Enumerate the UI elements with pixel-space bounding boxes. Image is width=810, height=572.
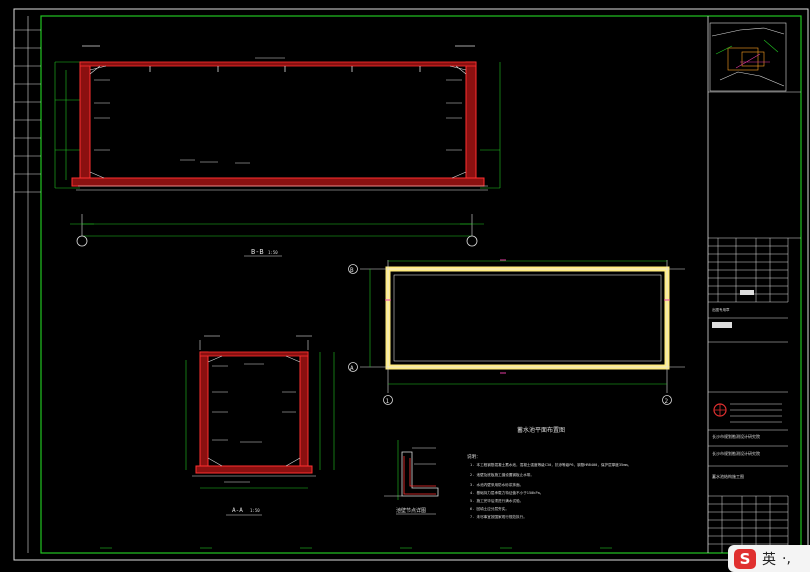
note-line: 5. 施工完毕后须进行满水试验。: [470, 498, 523, 503]
detail-title: 池壁节点详图: [396, 507, 426, 514]
sogou-logo-icon[interactable]: S: [734, 548, 756, 569]
drawing-name: 蓄水池结构施工图: [712, 473, 744, 479]
section-b-b: [54, 45, 501, 247]
axis-1-label: 1: [386, 398, 390, 405]
section-b-scale: 1:50: [268, 250, 278, 255]
section-a-scale: 1:50: [250, 508, 260, 513]
location-map: [711, 27, 785, 87]
section-a-a: [185, 335, 335, 489]
plan-view: [348, 259, 685, 405]
section-a-title: A-A: [232, 507, 243, 514]
note-line: 2. 池壁及底板施工缝设置钢板止水带。: [470, 472, 534, 477]
axis-b-label: B: [350, 267, 354, 274]
note-line: 7. 未尽事宜按国家现行规范执行。: [470, 514, 527, 519]
inner-frame: [40, 15, 802, 554]
binding-strip: [14, 29, 41, 193]
stamp-text: 出图专用章: [712, 307, 730, 312]
project-name: 长沙市规划勘测设计研究院: [712, 450, 760, 456]
section-b-title: B-B: [251, 248, 264, 256]
title-block: [707, 16, 801, 553]
notes-list: 1. 本工程钢筋混凝土蓄水池，混凝土强度等级C30，抗渗等级P6，钢筋HRB40…: [470, 462, 631, 519]
axis-2-label: 2: [665, 398, 669, 405]
company-name: 长沙市规划勘测设计研究院: [712, 433, 760, 439]
axis-a-label: A: [350, 365, 354, 372]
note-line: 1. 本工程钢筋混凝土蓄水池，混凝土强度等级C30，抗渗等级P6，钢筋HRB40…: [470, 462, 631, 467]
wall-detail: [384, 440, 439, 500]
note-line: 4. 基础持力层承载力特征值不小于150kPa。: [470, 490, 543, 495]
ime-punct-toggle[interactable]: ·,: [782, 550, 791, 567]
plan-title: 蓄水池平面布置图: [517, 426, 565, 434]
note-line: 3. 水池内壁采用防水砂浆抹面。: [470, 482, 523, 487]
note-line: 6. 回填土应分层夯实。: [470, 506, 509, 511]
outer-frame: [13, 8, 809, 561]
ime-toolbar[interactable]: S 英 ·,: [728, 545, 810, 572]
notes-heading: 说明：: [467, 453, 481, 460]
ime-mode-toggle[interactable]: 英: [762, 551, 776, 568]
